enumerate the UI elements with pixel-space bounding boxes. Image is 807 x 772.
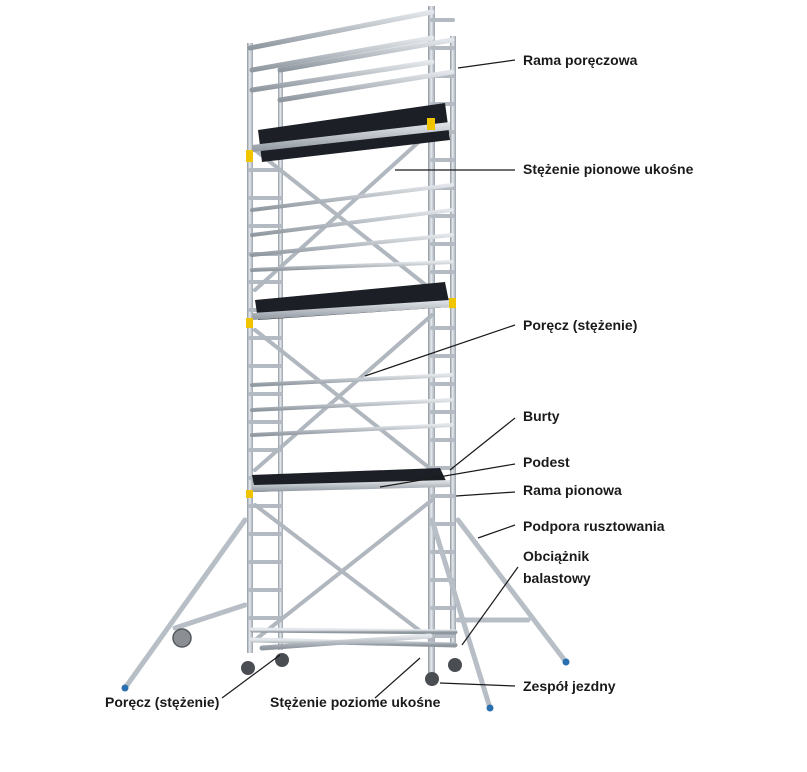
stabilizer-outriggers (122, 517, 569, 711)
leader-podpora (477, 524, 516, 539)
leader-burty (449, 417, 516, 471)
vertical-frame-front (428, 6, 435, 678)
label-podpora: Podpora rusztowania (523, 518, 665, 534)
guardrail-braces (250, 183, 454, 437)
leader-podest (379, 463, 516, 488)
label-rama-pionowa: Rama pionowa (523, 482, 622, 498)
horizontal-diagonal-brace (249, 627, 458, 651)
leader-rama-pionowa (455, 491, 516, 497)
stabilizer-feet (121, 658, 570, 712)
ladder-rungs-left (248, 168, 283, 620)
ballast-weight (172, 628, 192, 648)
platform-middle (252, 282, 450, 320)
leader-porecz-left (221, 654, 281, 699)
leader-obciaznik (461, 566, 519, 646)
leader-porecz-right (364, 324, 516, 377)
vertical-diagonal-braces (253, 128, 434, 642)
label-stezenie-pionowe: Stężenie pionowe ukośne (523, 161, 694, 177)
label-porecz-left: Poręcz (stężenie) (105, 694, 220, 710)
platform-top (252, 103, 450, 162)
yellow-coupler-tags (246, 118, 456, 498)
leader-rama-poreczowa (457, 59, 516, 69)
leader-zespol (439, 682, 516, 687)
label-stezenie-poziome: Stężenie poziome ukośne (270, 694, 441, 710)
guardrail-frame (247, 9, 455, 103)
label-obciaznik-line2: balastowy (523, 570, 591, 586)
label-porecz-right: Poręcz (stężenie) (523, 317, 638, 333)
label-zespol-jezdny: Zespół jezdny (523, 678, 616, 694)
label-rama-poreczowa: Rama poręczowa (523, 52, 638, 68)
label-podest: Podest (523, 454, 570, 470)
leader-stezenie-poziome (374, 657, 421, 699)
label-obciaznik-line1: Obciążnik (523, 548, 590, 564)
vertical-frame-back (247, 36, 456, 653)
leader-lines (221, 59, 519, 699)
label-burty: Burty (523, 408, 560, 424)
